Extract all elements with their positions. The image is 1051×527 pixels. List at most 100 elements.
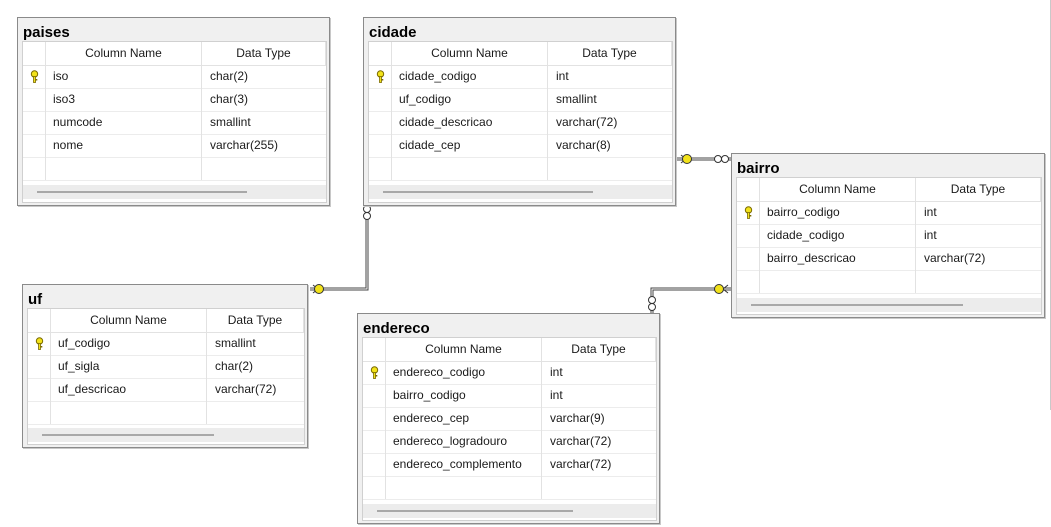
table-row[interactable]: endereco_codigo int: [363, 361, 656, 385]
scrollbar-thumb[interactable]: [42, 434, 214, 436]
table-row[interactable]: iso3 char(3): [23, 88, 326, 112]
scrollbar-thumb[interactable]: [377, 510, 573, 512]
column-type: smallint: [215, 336, 256, 350]
column-name-header: Column Name: [760, 178, 916, 201]
table-uf[interactable]: uf Column Name Data Type uf_codigo small…: [22, 284, 308, 448]
column-type: varchar(72): [550, 434, 612, 448]
table-title: paises: [23, 24, 70, 41]
column-name-header: Column Name: [386, 338, 542, 361]
column-name-header: Column Name: [46, 42, 202, 65]
column-type: varchar(255): [210, 138, 279, 152]
column-type: int: [550, 365, 563, 379]
horizontal-scrollbar[interactable]: [369, 185, 672, 199]
column-name: uf_codigo: [392, 88, 548, 111]
table-row-empty[interactable]: [737, 270, 1041, 294]
table-row-empty[interactable]: [28, 401, 304, 425]
table-row[interactable]: bairro_codigo int: [737, 201, 1041, 225]
column-name: cidade_descricao: [392, 111, 548, 134]
table-bairro[interactable]: bairro Column Name Data Type bairro_codi…: [731, 153, 1045, 318]
column-type: smallint: [210, 115, 251, 129]
column-name: uf_sigla: [51, 355, 207, 378]
column-type: smallint: [556, 92, 597, 106]
table-row[interactable]: cidade_codigo int: [737, 224, 1041, 248]
table-row[interactable]: uf_sigla char(2): [28, 355, 304, 379]
table-row[interactable]: iso char(2): [23, 65, 326, 89]
column-name: numcode: [46, 111, 202, 134]
table-title: uf: [28, 291, 43, 308]
column-name: endereco_codigo: [386, 361, 542, 384]
table-row[interactable]: uf_codigo smallint: [369, 88, 672, 112]
column-name: cidade_cep: [392, 134, 548, 157]
column-name: uf_descricao: [51, 378, 207, 401]
horizontal-scrollbar[interactable]: [28, 428, 304, 442]
column-type: char(2): [210, 69, 249, 83]
primary-key-icon: [370, 366, 379, 379]
column-name: bairro_codigo: [760, 201, 916, 224]
table-row[interactable]: uf_descricao varchar(72): [28, 378, 304, 402]
scrollbar-thumb[interactable]: [751, 304, 963, 306]
horizontal-scrollbar[interactable]: [23, 185, 326, 199]
column-type: int: [550, 388, 563, 402]
table-title: endereco: [363, 320, 430, 337]
column-name: endereco_logradouro: [386, 430, 542, 453]
table-row[interactable]: nome varchar(255): [23, 134, 326, 158]
column-type: varchar(72): [550, 457, 612, 471]
table-row-empty[interactable]: [363, 476, 656, 500]
data-type-header: Data Type: [542, 338, 656, 361]
table-row[interactable]: numcode smallint: [23, 111, 326, 135]
data-type-header: Data Type: [202, 42, 326, 65]
horizontal-scrollbar[interactable]: [363, 504, 656, 518]
table-row[interactable]: cidade_cep varchar(8): [369, 134, 672, 158]
column-type: varchar(9): [550, 411, 605, 425]
primary-key-icon: [35, 337, 44, 350]
relationship-bairro-endereco[interactable]: [648, 284, 732, 314]
column-type: int: [556, 69, 569, 83]
table-row[interactable]: cidade_codigo int: [369, 65, 672, 89]
data-type-header: Data Type: [207, 309, 304, 332]
primary-key-icon: [30, 70, 39, 83]
column-type: varchar(72): [215, 382, 277, 396]
column-name: uf_codigo: [51, 332, 207, 355]
column-name: cidade_codigo: [760, 224, 916, 247]
column-name: cidade_codigo: [392, 65, 548, 88]
column-type: char(2): [215, 359, 254, 373]
table-row[interactable]: endereco_cep varchar(9): [363, 407, 656, 431]
relationship-cidade-bairro[interactable]: [676, 154, 731, 164]
column-name: bairro_descricao: [760, 247, 916, 270]
table-cidade[interactable]: cidade Column Name Data Type cidade_codi…: [363, 17, 676, 206]
table-endereco[interactable]: endereco Column Name Data Type endereco_…: [357, 313, 660, 524]
table-row-empty[interactable]: [23, 157, 326, 181]
primary-key-icon: [744, 206, 753, 219]
column-type: varchar(8): [556, 138, 611, 152]
column-type: char(3): [210, 92, 249, 106]
relationship-uf-cidade[interactable]: [310, 203, 371, 294]
table-row[interactable]: cidade_descricao varchar(72): [369, 111, 672, 135]
table-row[interactable]: endereco_logradouro varchar(72): [363, 430, 656, 454]
horizontal-scrollbar[interactable]: [737, 298, 1041, 312]
table-row[interactable]: bairro_codigo int: [363, 384, 656, 408]
scrollbar-thumb[interactable]: [37, 191, 247, 193]
table-row[interactable]: uf_codigo smallint: [28, 332, 304, 356]
column-name: iso: [46, 65, 202, 88]
scrollbar-thumb[interactable]: [383, 191, 593, 193]
table-title: cidade: [369, 24, 417, 41]
column-type: int: [924, 228, 937, 242]
table-row[interactable]: endereco_complemento varchar(72): [363, 453, 656, 477]
column-name: nome: [46, 134, 202, 157]
column-type: varchar(72): [924, 251, 986, 265]
column-name: endereco_cep: [386, 407, 542, 430]
column-name: endereco_complemento: [386, 453, 542, 476]
primary-key-icon: [376, 70, 385, 83]
column-type: varchar(72): [556, 115, 618, 129]
column-name: iso3: [46, 88, 202, 111]
column-name-header: Column Name: [392, 42, 548, 65]
table-title: bairro: [737, 160, 780, 177]
data-type-header: Data Type: [916, 178, 1041, 201]
table-row-empty[interactable]: [369, 157, 672, 181]
table-row[interactable]: bairro_descricao varchar(72): [737, 247, 1041, 271]
column-type: int: [924, 205, 937, 219]
table-paises[interactable]: paises Column Name Data Type iso char(2)…: [17, 17, 330, 206]
column-name: bairro_codigo: [386, 384, 542, 407]
data-type-header: Data Type: [548, 42, 672, 65]
